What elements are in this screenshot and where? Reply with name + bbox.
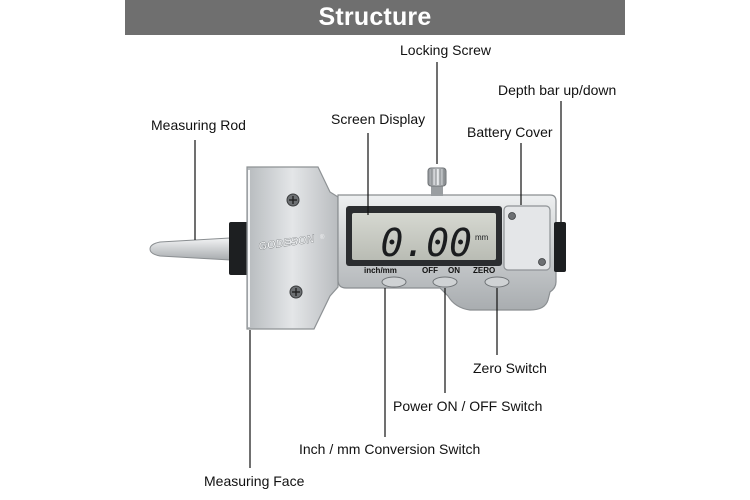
button-label-zero: ZERO — [473, 266, 495, 275]
page-title: Structure — [318, 3, 432, 31]
label-inch-mm-switch: Inch / mm Conversion Switch — [299, 441, 481, 457]
label-measuring-rod: Measuring Rod — [151, 117, 246, 133]
measuring-rod — [149, 237, 231, 261]
depth-bar-left — [229, 222, 251, 275]
power-button[interactable] — [432, 276, 458, 288]
label-power-switch: Power ON / OFF Switch — [393, 398, 543, 414]
battery-cover[interactable] — [503, 205, 551, 271]
plate-screw-top — [286, 193, 300, 207]
label-battery-cover: Battery Cover — [467, 124, 553, 140]
zero-button[interactable] — [484, 276, 510, 288]
button-label-inch-mm: inch/mm — [364, 266, 397, 275]
lcd-screen — [352, 213, 496, 260]
label-locking-screw: Locking Screw — [400, 42, 492, 58]
inch-mm-button[interactable] — [381, 276, 407, 288]
label-depth-bar: Depth bar up/down — [498, 82, 617, 98]
title-banner: Structure — [125, 0, 625, 35]
plate-screw-bottom — [289, 285, 303, 299]
locking-screw[interactable] — [427, 167, 447, 196]
lcd-reading: 0.00 — [380, 221, 472, 265]
label-zero-switch: Zero Switch — [473, 360, 547, 376]
lcd-unit: mm — [475, 233, 489, 242]
button-label-off: OFF — [422, 266, 438, 275]
base-plate — [246, 166, 339, 330]
label-screen-display: Screen Display — [331, 111, 426, 127]
brand-logo-mark: ® — [320, 234, 325, 241]
button-label-on: ON — [448, 266, 460, 275]
callout-lines — [194, 62, 562, 468]
label-measuring-face: Measuring Face — [204, 473, 305, 489]
depth-bar-right — [554, 222, 566, 272]
